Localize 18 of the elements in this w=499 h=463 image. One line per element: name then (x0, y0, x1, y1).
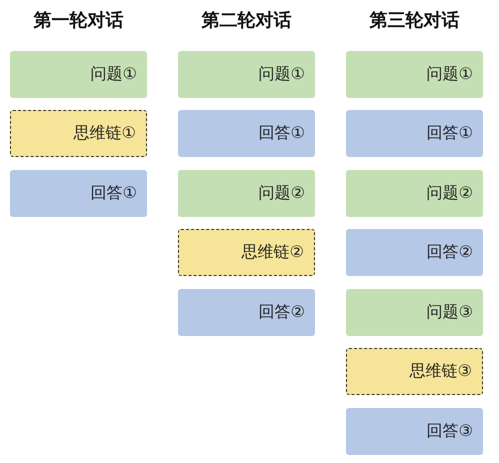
message-box: 问题① (10, 51, 147, 98)
message-box: 问题② (346, 170, 483, 217)
message-box: 回答② (178, 289, 315, 336)
column-heading: 第一轮对话 (32, 9, 124, 32)
message-box: 问题② (178, 170, 315, 217)
reasoning-box: 思维链③ (346, 348, 483, 395)
column-heading: 第二轮对话 (200, 9, 292, 32)
reasoning-box: 思维链② (178, 229, 315, 276)
message-box: 回答① (10, 170, 147, 217)
message-box: 回答② (346, 229, 483, 276)
message-box: 问题① (346, 51, 483, 98)
column-heading: 第三轮对话 (368, 9, 460, 32)
message-box: 问题③ (346, 289, 483, 336)
message-box: 回答③ (346, 408, 483, 455)
message-box: 回答① (178, 110, 315, 157)
reasoning-box: 思维链① (10, 110, 147, 157)
message-box: 回答① (346, 110, 483, 157)
message-box: 问题① (178, 51, 315, 98)
